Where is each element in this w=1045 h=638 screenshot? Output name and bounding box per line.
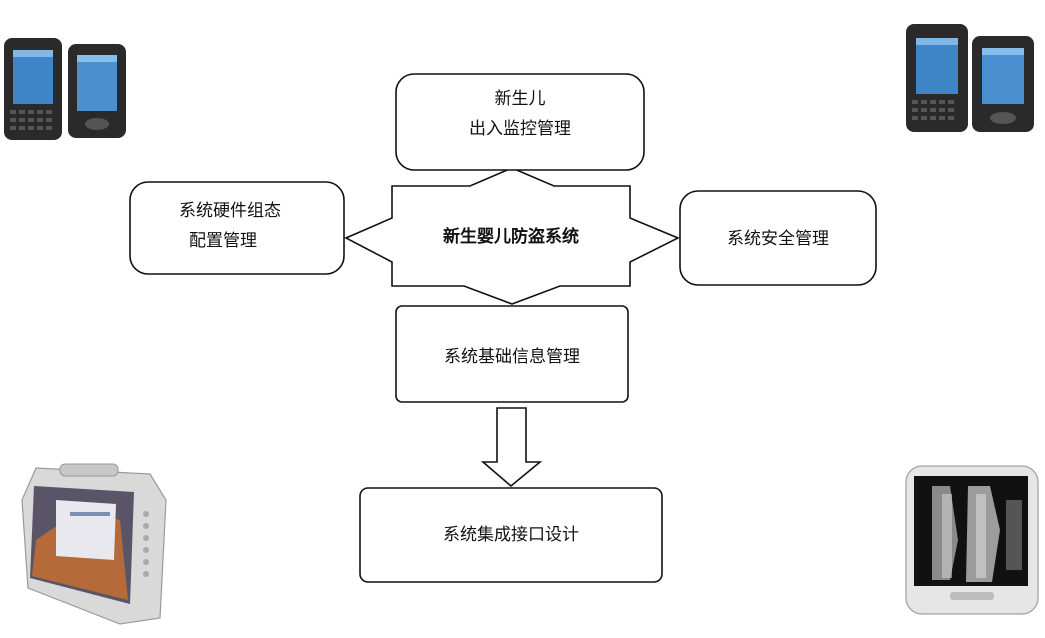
center-star-shape: [344, 167, 680, 305]
device-bottom-left-tablet: [21, 463, 167, 625]
output-node-box: [359, 487, 663, 583]
bottom-node-label: 系统基础信息管理: [444, 347, 580, 367]
device-bottom-right-display: [905, 465, 1039, 615]
left-node-line2: 配置管理: [189, 231, 257, 251]
output-node-label: 系统集成接口设计: [443, 525, 579, 545]
top-node-line1: 新生儿: [494, 89, 546, 109]
down-arrow: [480, 407, 543, 488]
right-node-label: 系统安全管理: [727, 229, 829, 249]
top-node-line2: 出入监控管理: [469, 119, 571, 139]
top-node-box: [395, 73, 645, 171]
left-node-box: [129, 181, 345, 275]
left-node-line1: 系统硬件组态: [179, 201, 281, 221]
center-node-label: 新生婴儿防盗系统: [443, 227, 579, 247]
right-node-box: [679, 190, 877, 286]
device-top-right-pda: [906, 24, 1034, 132]
top-node-label: 新生儿 出入监控管理: [396, 84, 644, 144]
left-node-label: 系统硬件组态 配置管理: [130, 196, 344, 256]
bottom-node-box: [395, 305, 629, 403]
device-top-left-pda: [4, 38, 126, 140]
